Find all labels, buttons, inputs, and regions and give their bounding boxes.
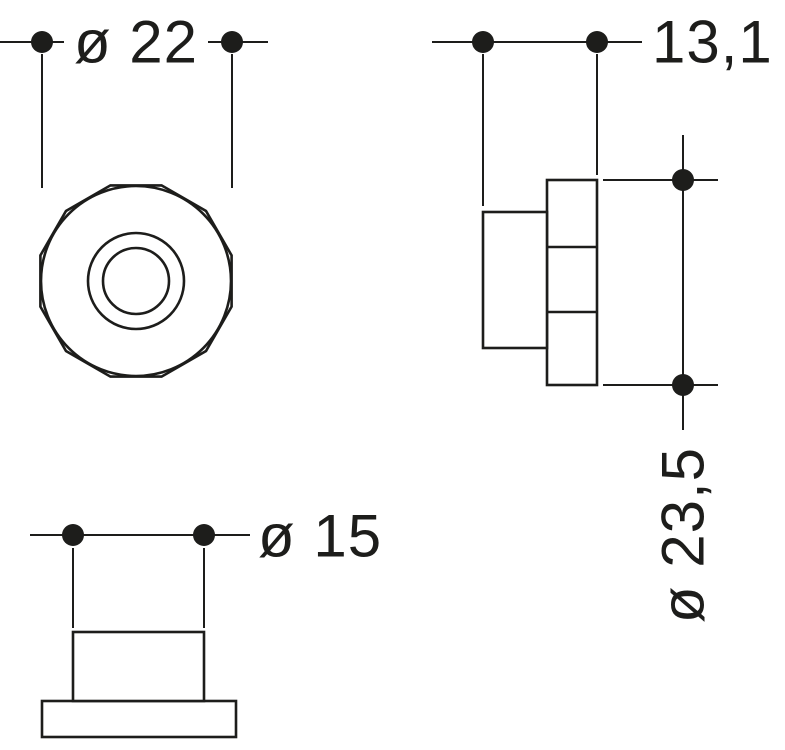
dim-dot — [472, 31, 494, 53]
dim-label-body-diameter: ø 15 — [258, 503, 382, 570]
bottom-view — [40, 630, 238, 739]
side-body-rect — [481, 210, 549, 350]
bottom-body-rect — [71, 630, 206, 703]
bottom-flange-rect — [40, 699, 238, 739]
dim-label-front-diameter: ø 22 — [74, 9, 198, 76]
side-flange-rect — [545, 178, 599, 387]
dim-depth: 13,1 — [432, 9, 773, 206]
dim-dot — [672, 169, 694, 191]
dim-front-diameter: ø 22 — [0, 9, 268, 188]
dim-dot — [31, 31, 53, 53]
dim-label-depth: 13,1 — [652, 9, 773, 76]
front-view — [39, 184, 233, 378]
dim-dot — [586, 31, 608, 53]
dim-body-diameter: ø 15 — [30, 503, 382, 628]
dim-dot — [672, 374, 694, 396]
side-view — [481, 178, 599, 387]
dim-dot — [221, 31, 243, 53]
dim-flange-diameter: ø 23,5 — [603, 135, 718, 623]
dim-dot — [62, 524, 84, 546]
dim-dot — [193, 524, 215, 546]
front-inner-circle — [101, 246, 171, 316]
dim-label-flange-diameter: ø 23,5 — [650, 447, 717, 623]
